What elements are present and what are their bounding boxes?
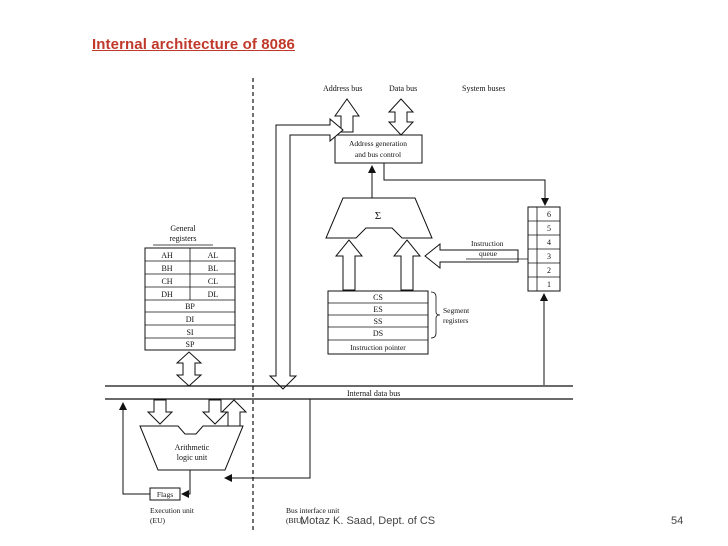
address-generation-label-1: Address generation — [349, 139, 407, 148]
register-ah: AH — [161, 251, 173, 260]
register-si: SI — [186, 328, 193, 337]
segment-ss: SS — [374, 317, 383, 326]
general-register-rows: AH AL BH BL CH CL DH DL BP DI SI SP — [145, 248, 235, 349]
alu-shape — [139, 425, 244, 471]
alu-input-arrow-1 — [146, 399, 174, 425]
summation-symbol: Σ — [375, 210, 381, 222]
queue-slot-5: 5 — [547, 224, 551, 233]
register-bp: BP — [185, 302, 195, 311]
page-number: 54 — [671, 515, 684, 527]
segment-registers-label-1: Segment — [443, 306, 470, 315]
instruction-queue-label-2: queue — [479, 249, 498, 258]
internal-data-bus-label: Internal data bus — [347, 389, 400, 398]
register-al: AL — [208, 251, 219, 260]
flags-feedback-line — [119, 402, 150, 495]
alu-label-1: Arithmetic — [175, 443, 210, 452]
segment-to-adder-arrow — [334, 239, 364, 291]
instruction-queue-slots: 6 5 4 3 2 1 — [528, 207, 560, 291]
register-dl: DL — [208, 290, 219, 299]
slide-title: Internal architecture of 8086 — [92, 36, 295, 53]
addrgen-to-queue-line — [383, 163, 549, 206]
segment-register-rows: CS ES SS DS Instruction pointer — [328, 293, 428, 352]
queue-slot-2: 2 — [547, 266, 551, 275]
segment-registers-brace — [430, 291, 441, 339]
segment-cs: CS — [373, 293, 383, 302]
execution-unit-label-2: (EU) — [150, 516, 165, 525]
register-bh: BH — [161, 264, 172, 273]
register-cl: CL — [208, 277, 218, 286]
data-bus-arrow — [387, 98, 415, 136]
queue-slot-3: 3 — [547, 252, 551, 261]
footer-author: Motaz K. Saad, Dept. of CS — [300, 515, 436, 527]
register-dh: DH — [161, 290, 173, 299]
segment-registers-label-2: registers — [443, 316, 468, 325]
segment-ds: DS — [373, 329, 383, 338]
flags-label: Flags — [157, 490, 173, 499]
data-bus-label: Data bus — [389, 84, 417, 93]
register-ch: CH — [161, 277, 172, 286]
segment-registers-box — [327, 290, 429, 355]
alu-output-arrow — [220, 399, 248, 427]
address-generation-label-2: and bus control — [355, 150, 401, 159]
register-sp: SP — [186, 340, 195, 349]
alu-input-arrow-2 — [201, 399, 229, 425]
queue-slot-6: 6 — [547, 210, 551, 219]
general-registers-label-2: registers — [169, 234, 196, 243]
address-generation-box — [334, 134, 423, 164]
segment-es: ES — [373, 305, 382, 314]
bus-interface-unit-label-2: (BIU) — [286, 516, 304, 525]
queue-slot-1: 1 — [547, 280, 551, 289]
system-buses-label: System buses — [462, 84, 505, 93]
register-di: DI — [186, 315, 195, 324]
execution-unit-label-1: Execution unit — [150, 506, 195, 515]
instruction-pointer: Instruction pointer — [350, 343, 406, 352]
bus-to-eu-control-line — [224, 399, 311, 482]
biu-internal-bus-arrow — [268, 117, 344, 390]
bus-interface-unit-label-1: Bus interface unit — [286, 506, 340, 515]
alu-to-flags-line — [181, 470, 191, 498]
general-registers-label-1: General — [170, 224, 196, 233]
registers-bus-arrow — [175, 351, 203, 387]
queue-feedback-arrow — [424, 242, 519, 270]
queue-slot-4: 4 — [547, 238, 551, 247]
instruction-queue-label-1: Instruction — [471, 239, 504, 248]
address-bus-label: Address bus — [323, 84, 362, 93]
summation-adder — [325, 197, 433, 239]
ip-to-adder-arrow — [392, 239, 422, 291]
alu-label-2: logic unit — [177, 453, 208, 462]
address-bus-arrow — [334, 98, 360, 133]
register-bl: BL — [208, 264, 218, 273]
